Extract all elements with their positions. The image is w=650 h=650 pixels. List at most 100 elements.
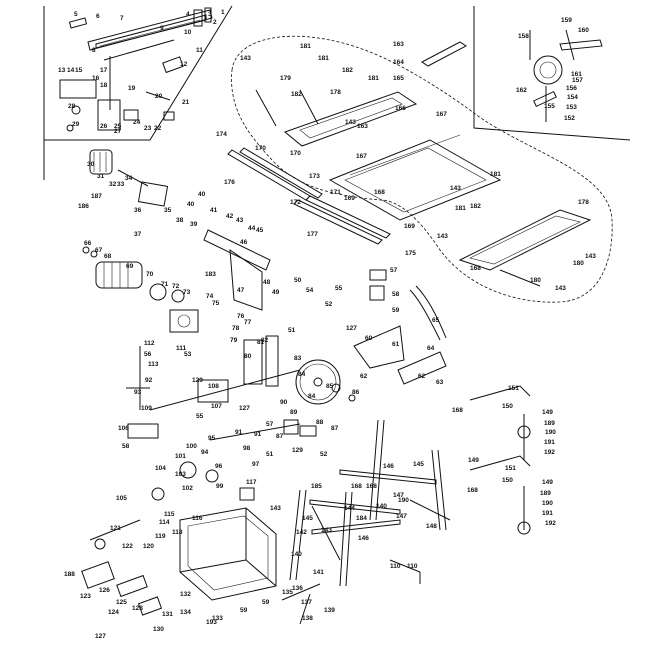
part-label-166: 166 [395,105,406,112]
part-label-6: 6 [96,13,100,20]
part-label-168: 168 [470,265,481,272]
part-label-82: 82 [261,337,269,344]
part-label-88: 88 [316,419,324,426]
part-label-181: 181 [490,171,501,178]
part-label-108: 108 [208,383,219,390]
part-label-19: 19 [128,85,136,92]
part-label-59: 59 [240,607,248,614]
part-label-149: 149 [542,479,553,486]
part-label-164: 164 [393,59,404,66]
part-label-143: 143 [345,119,356,126]
part-label-97: 97 [252,461,260,468]
part-label-190: 190 [542,500,553,507]
part-label-143: 143 [450,185,461,192]
part-label-4: 4 [186,11,190,18]
part-label-46: 46 [240,239,248,246]
part-label-100: 100 [186,443,197,450]
part-label-168: 168 [452,407,463,414]
part-label-107: 107 [211,403,222,410]
part-label-59: 59 [392,307,400,314]
part-label-182: 182 [470,203,481,210]
part-label-79: 79 [230,337,238,344]
rip-fence-assembly [59,7,213,132]
extension-table-outline [231,35,613,303]
part-label-140: 140 [291,551,302,558]
part-label-192: 192 [545,520,556,527]
part-label-38: 38 [176,217,184,224]
part-label-14: 14 [67,67,75,74]
part-label-155: 155 [544,103,555,110]
part-label-147: 147 [393,492,404,499]
part-label-128: 128 [132,605,143,612]
part-label-148: 148 [426,523,437,530]
part-label-62: 62 [360,373,368,380]
part-label-129: 129 [292,447,303,454]
part-label-147: 147 [396,513,407,520]
part-label-143: 143 [240,55,251,62]
part-label-181: 181 [318,55,329,62]
part-label-189: 189 [540,490,551,497]
part-label-15: 15 [75,67,83,74]
part-label-35: 35 [164,207,172,214]
part-label-34: 34 [125,175,133,182]
part-label-52: 52 [320,451,328,458]
part-label-62: 62 [418,373,426,380]
part-label-118: 118 [172,529,183,536]
part-label-83: 83 [294,355,302,362]
part-label-167: 167 [436,111,447,118]
fence-rails [227,147,391,245]
part-label-37: 37 [134,231,142,238]
part-label-70: 70 [146,271,154,278]
part-label-58: 58 [392,291,400,298]
part-label-50: 50 [294,277,302,284]
part-label-77: 77 [244,319,252,326]
part-label-22: 22 [154,125,162,132]
part-label-129: 129 [192,377,203,384]
part-label-180: 180 [530,277,541,284]
part-label-84: 84 [308,393,316,400]
part-label-55: 55 [335,285,343,292]
part-label-167: 167 [356,153,367,160]
part-label-29: 29 [72,121,80,128]
part-label-26: 26 [100,123,108,130]
part-label-144: 144 [344,505,355,512]
part-label-10: 10 [184,29,192,36]
part-label-182: 182 [342,67,353,74]
part-label-138: 138 [302,615,313,622]
part-label-178: 178 [578,199,589,206]
part-label-96: 96 [215,463,223,470]
part-label-145: 145 [302,515,313,522]
part-label-113: 113 [148,361,159,368]
part-label-27: 27 [114,128,122,135]
part-label-53: 53 [184,351,192,358]
part-label-110: 110 [390,563,401,570]
part-label-99: 99 [216,483,224,490]
part-label-180: 180 [573,260,584,267]
part-label-127: 127 [346,325,357,332]
part-label-51: 51 [288,327,296,334]
part-label-183: 183 [205,271,216,278]
part-label-20: 20 [155,93,163,100]
part-label-92: 92 [145,377,153,384]
part-label-139: 139 [324,607,335,614]
part-label-173: 173 [309,173,320,180]
part-label-65: 65 [432,317,440,324]
part-label-187: 187 [91,193,102,200]
part-label-40: 40 [198,191,206,198]
part-label-68: 68 [104,253,112,260]
part-label-190: 190 [545,429,556,436]
part-label-177: 177 [307,231,318,238]
part-label-43: 43 [236,217,244,224]
part-label-137: 137 [301,599,312,606]
part-label-7: 7 [120,15,124,22]
part-label-45: 45 [256,227,264,234]
part-label-110: 110 [407,563,418,570]
part-label-170: 170 [290,150,301,157]
part-label-163: 163 [393,41,404,48]
part-label-159: 159 [561,17,572,24]
part-label-39: 39 [190,221,198,228]
part-label-85: 85 [326,383,334,390]
part-label-169: 169 [404,223,415,230]
part-label-149: 149 [468,457,479,464]
